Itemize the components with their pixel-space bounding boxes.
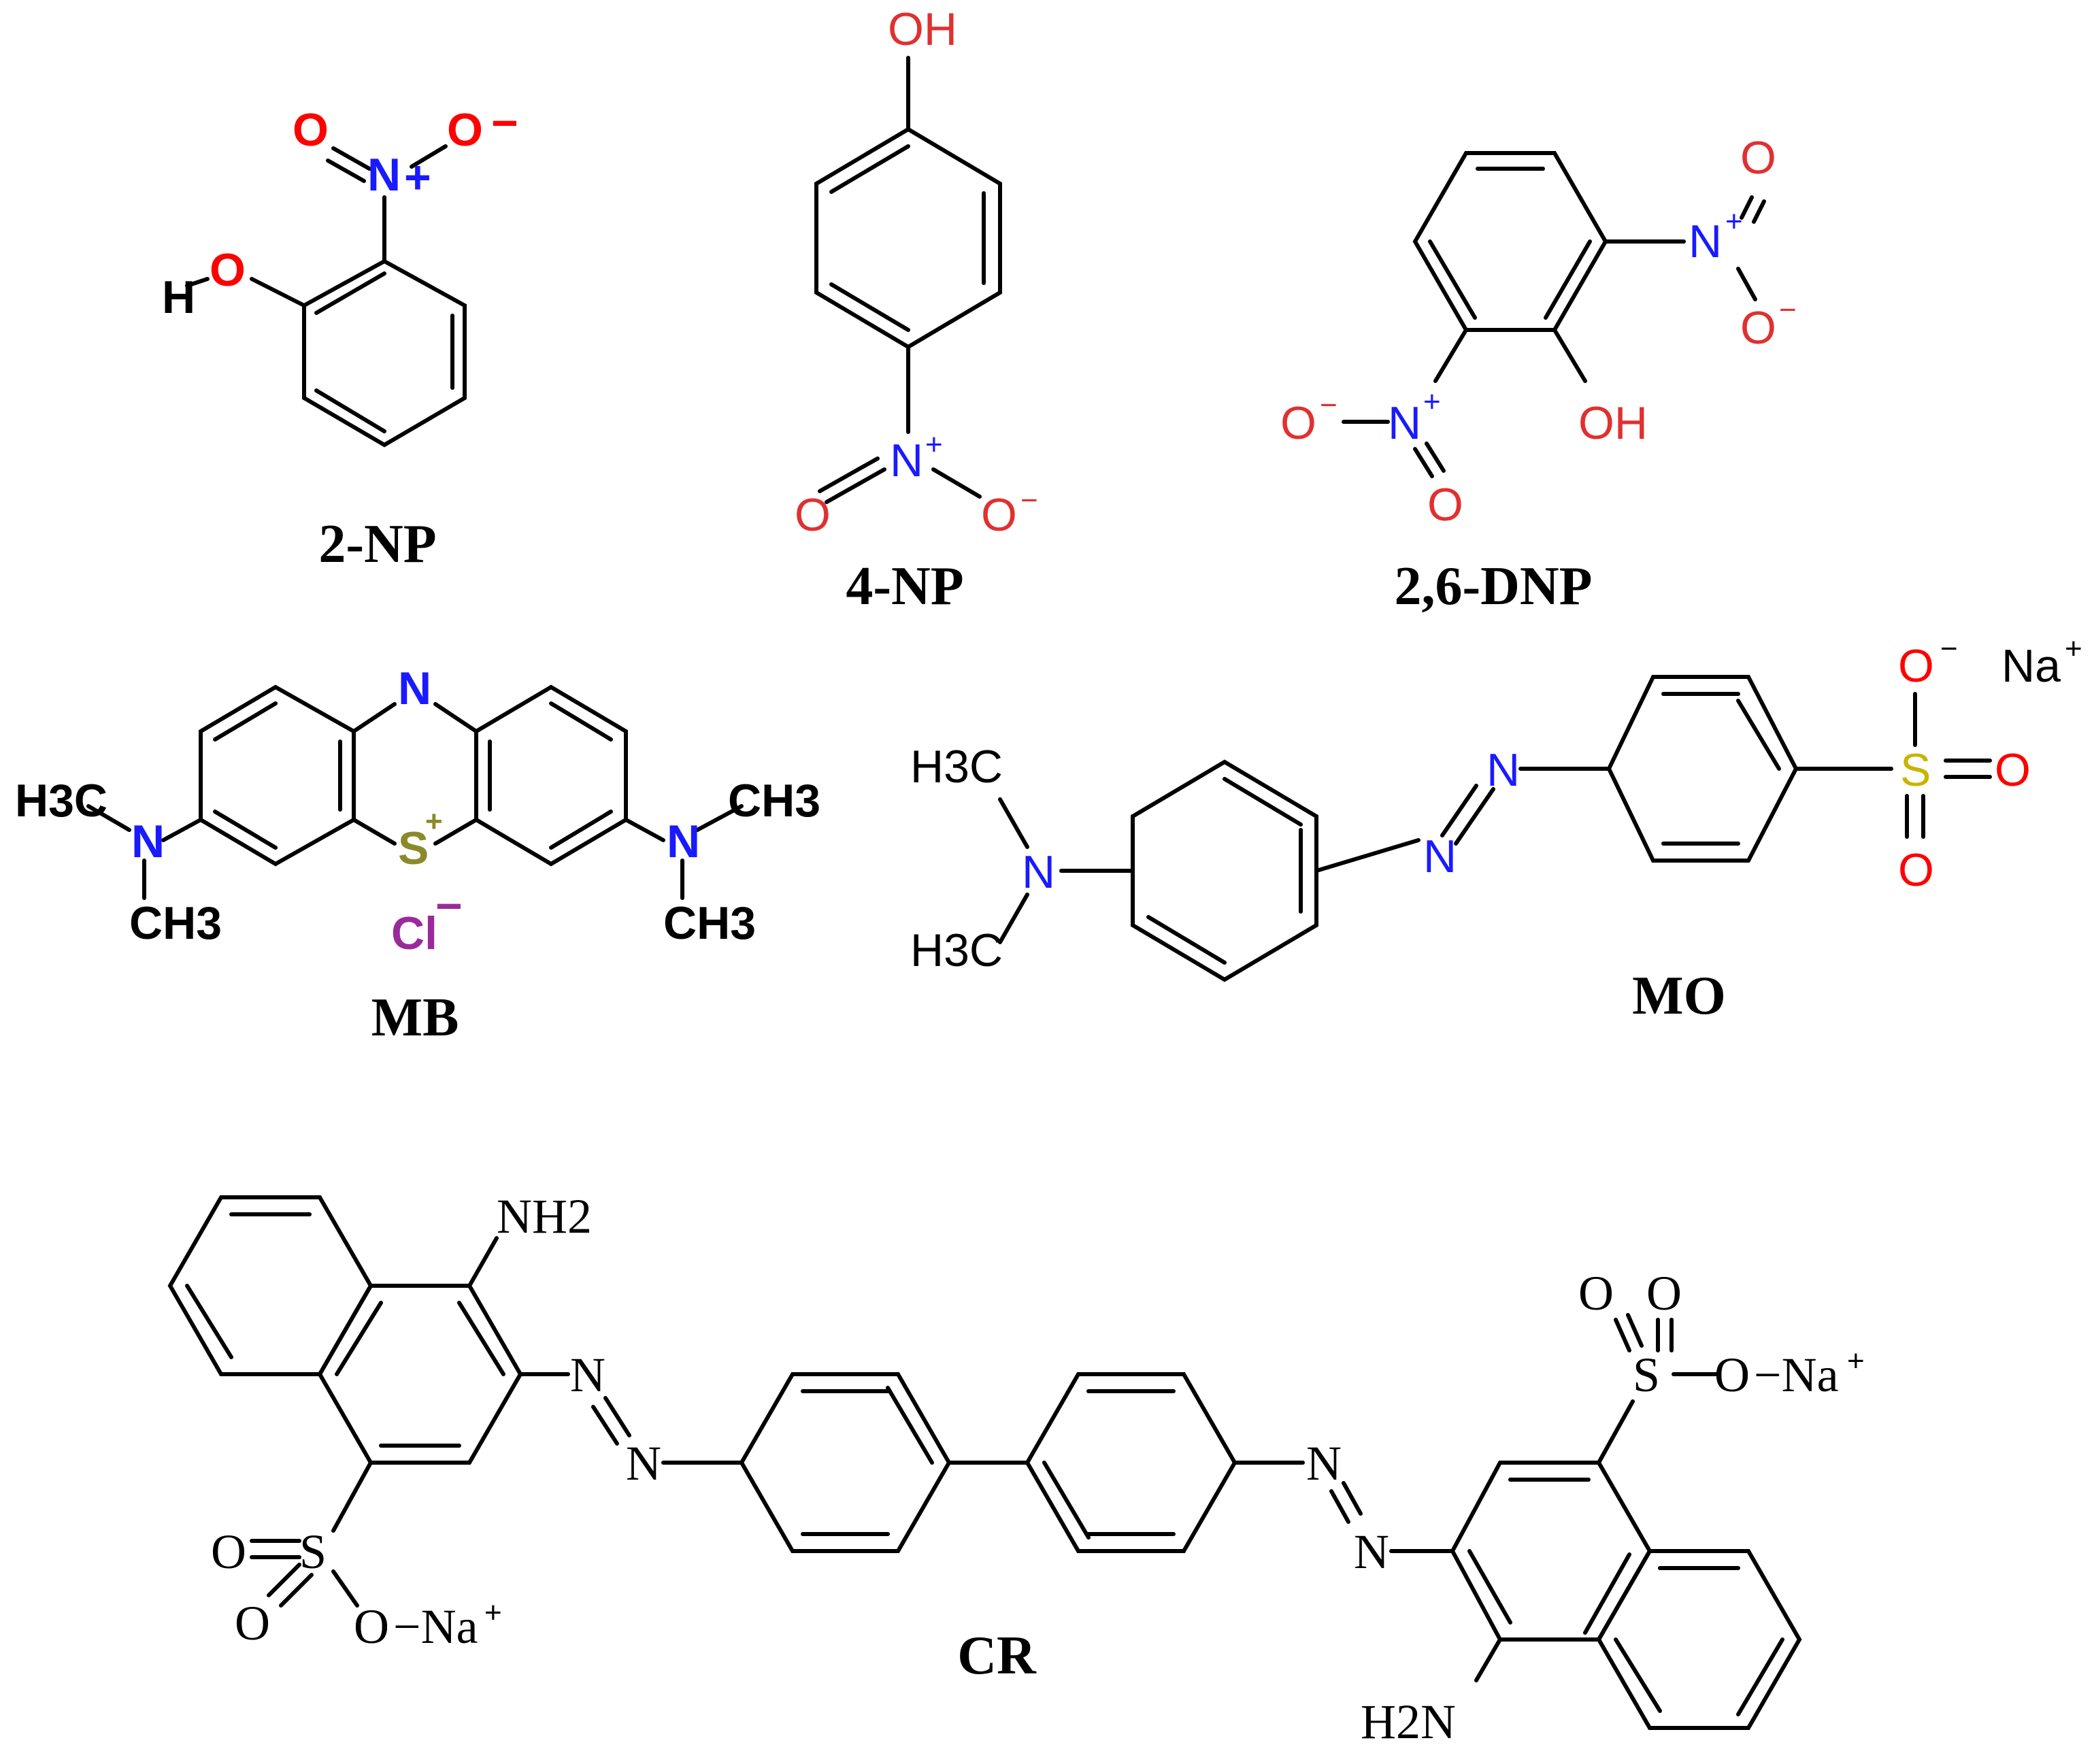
charge-label: + (2065, 632, 2082, 665)
molecule-4np: OH N + O O − 4-NP (795, 3, 1038, 616)
charge-label: − (491, 97, 518, 149)
atom-label: S (1900, 744, 1931, 796)
atom-label: O (1714, 1348, 1750, 1402)
caption-dnp: 2,6-DNP (1394, 556, 1592, 616)
atom-label: N (367, 149, 401, 201)
atom-label: −Na (1754, 1348, 1839, 1402)
charge-label: − (1320, 388, 1337, 422)
atom-label: O (211, 1525, 246, 1579)
atom-label: H3C (910, 925, 1003, 976)
molecule-2np: O N + O − H O 2-NP (162, 97, 518, 574)
charge-label: + (484, 1596, 502, 1629)
atom-label: O (354, 1599, 389, 1654)
charge-label: − (1779, 293, 1797, 327)
caption-mb: MB (371, 988, 459, 1048)
bonds-mo (998, 675, 1992, 982)
bonds-dnp (1342, 151, 1766, 478)
bonds-cr (167, 1195, 1802, 1730)
atom-label: CH3 (663, 897, 756, 949)
atom-label: H2N (1361, 1695, 1456, 1749)
atom-label: O (1898, 844, 1934, 896)
charge-label: − (1940, 632, 1958, 665)
atom-label: O (795, 489, 831, 541)
atom-label: CH3 (728, 775, 820, 827)
bonds-mb (86, 684, 744, 900)
atom-label: N (1022, 846, 1055, 898)
atom-label: N (1689, 216, 1722, 267)
atom-label: N (398, 663, 431, 714)
charge-label: + (1725, 205, 1743, 238)
atom-label: N (1388, 397, 1421, 449)
atom-label: O (1740, 132, 1776, 184)
caption-2np: 2-NP (318, 514, 436, 574)
charge-label: + (404, 152, 431, 203)
charge-label: + (1423, 385, 1441, 418)
atom-label: O (293, 104, 329, 156)
atom-label: O (1280, 397, 1316, 449)
atom-label: O (1714, 1348, 1750, 1402)
atom-label: NH2 (497, 1189, 592, 1244)
atom-label: N (626, 1436, 661, 1491)
atom-label: N (570, 1348, 605, 1402)
molecule-dnp: O N + O − O − N + O OH 2,6-DNP (1280, 132, 1797, 616)
molecule-mo: H3C H3C N N N S O − O O Na + MO (910, 632, 2082, 1026)
atom-label: Cl (391, 908, 437, 959)
atom-label: O (1646, 1266, 1682, 1320)
atom-label: S (299, 1525, 327, 1579)
caption-cr: CR (957, 1626, 1037, 1686)
atom-label: O (1578, 1266, 1614, 1320)
atom-label: CH3 (129, 897, 222, 949)
atom-label: N (1423, 831, 1457, 882)
atom-label: H (162, 271, 195, 323)
charge-label: + (925, 428, 943, 461)
atom-label: OH (888, 3, 957, 55)
atom-label: O (981, 489, 1017, 541)
bonds-4np (814, 56, 1002, 504)
atom-label: O (210, 244, 246, 296)
atom-label: H3C (15, 775, 107, 827)
atom-label: N (131, 816, 165, 867)
atom-label: O (1427, 479, 1463, 531)
atom-label: N (1486, 744, 1520, 796)
atom-label: OH (1578, 397, 1648, 449)
atom-label: O (354, 1599, 389, 1654)
molecule-mb: N S + N N H3C CH3 CH3 CH3 Cl − MB (15, 663, 820, 1048)
charge-label: − (1020, 484, 1038, 517)
atom-label: O (1898, 640, 1934, 692)
atom-label: −Na (393, 1599, 478, 1654)
atom-label: S (398, 822, 429, 874)
atom-label: N (890, 435, 923, 486)
atom-label: H3C (910, 741, 1003, 793)
atom-label: O (1740, 302, 1776, 354)
atom-label: O (1995, 744, 2031, 796)
charge-label: − (435, 880, 463, 932)
charge-label: + (1847, 1344, 1865, 1378)
molecule-cr: NH2 N N N N S O O O O O O S O −Na + O −N… (167, 1189, 1865, 1749)
atom-label: N (667, 816, 700, 867)
atom-label: S (1633, 1348, 1660, 1402)
atom-label: Na (2001, 640, 2061, 692)
charge-label: + (425, 805, 443, 838)
bonds-2np (185, 144, 467, 448)
atom-label: O (235, 1596, 270, 1650)
caption-mo: MO (1632, 966, 1726, 1026)
caption-4np: 4-NP (846, 556, 963, 616)
atom-label: N (1306, 1436, 1342, 1491)
atom-label: N (1354, 1525, 1389, 1579)
atom-label: O (447, 104, 483, 156)
